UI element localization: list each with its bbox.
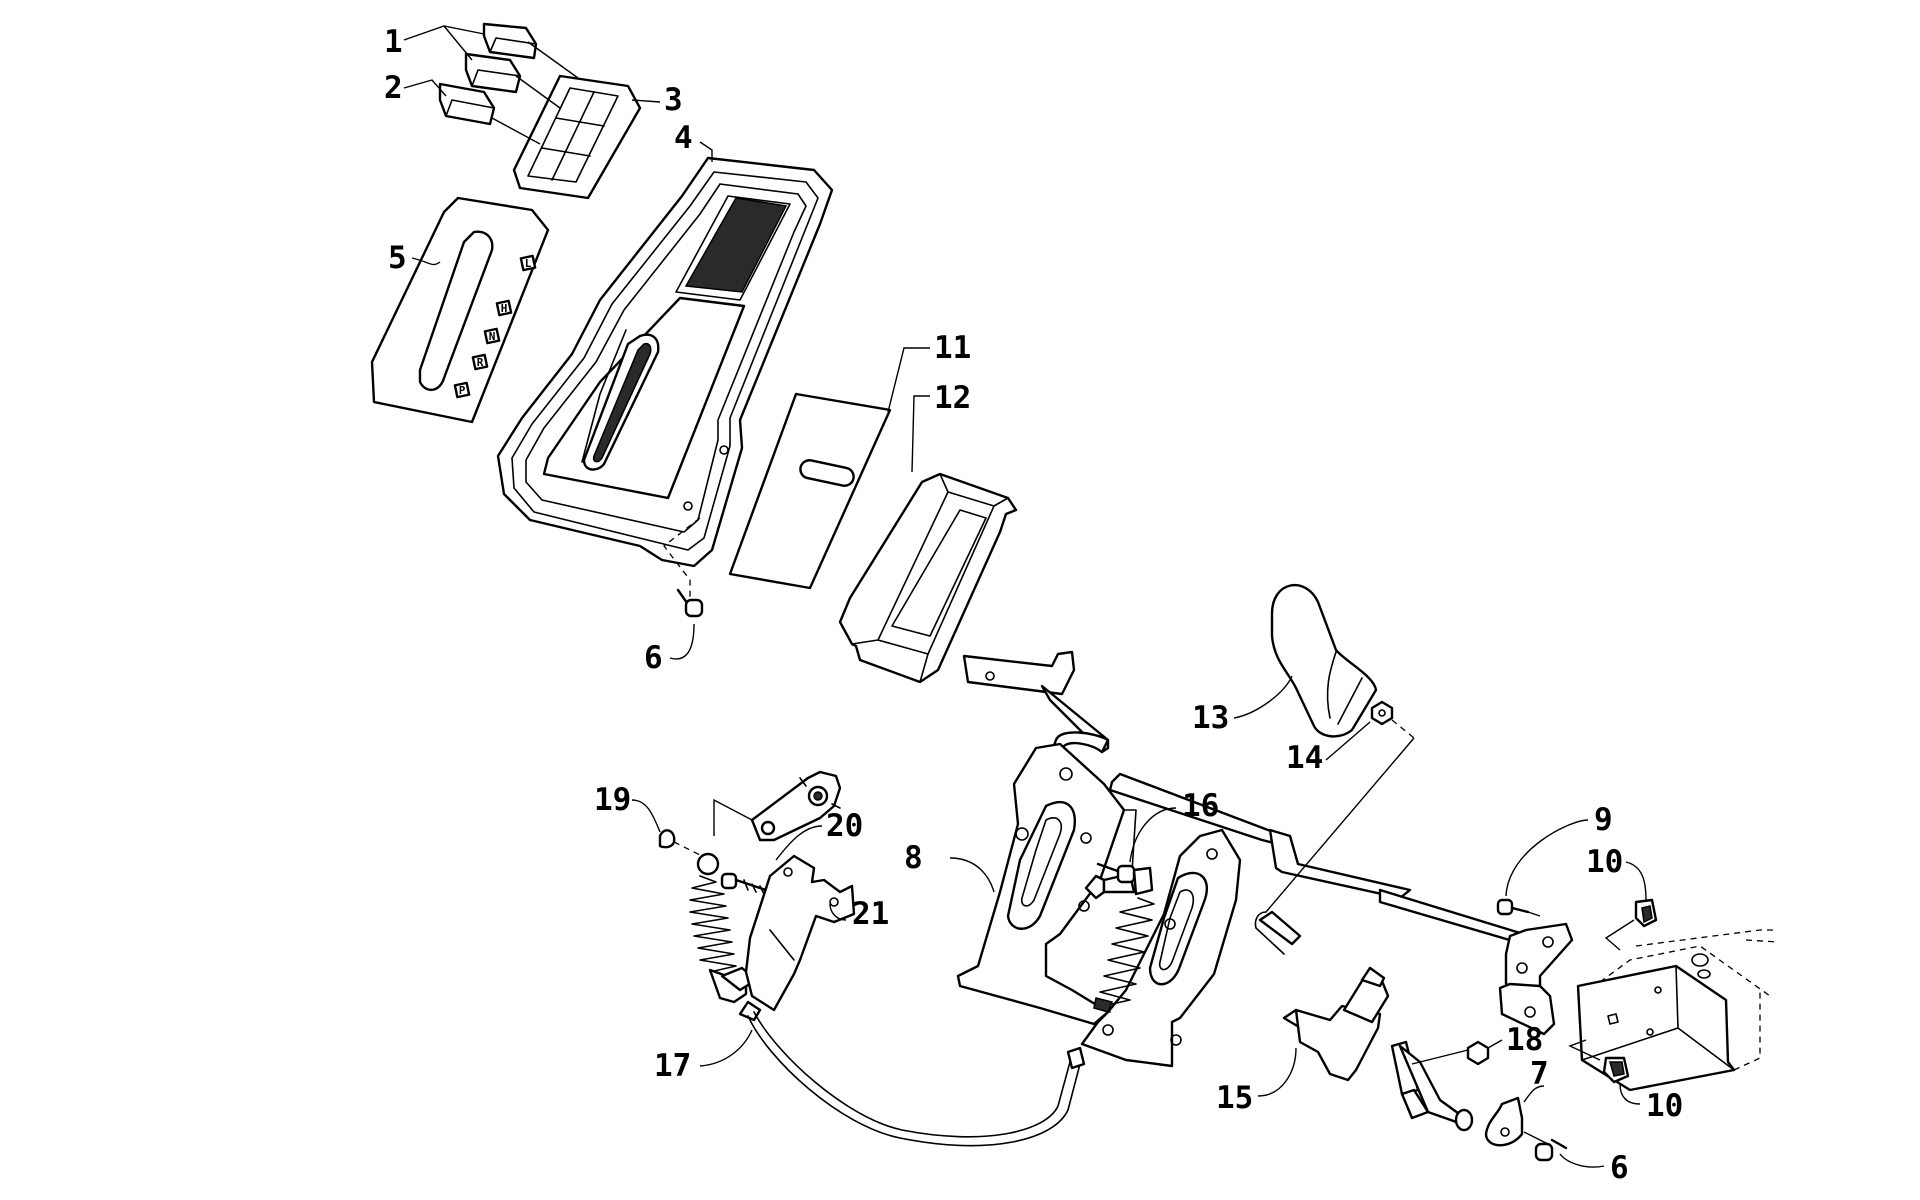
leader-9 — [1505, 819, 1589, 897]
bracket-21 — [744, 854, 856, 1012]
leader-16 — [1129, 807, 1177, 863]
washer-7 — [1484, 1096, 1524, 1147]
spring-inner — [1093, 897, 1155, 1013]
shift-knob-13 — [1270, 584, 1378, 738]
leader-10a — [1625, 861, 1647, 901]
callout-10-lower: 10 — [1646, 1088, 1683, 1124]
leader-7-axis — [1523, 1131, 1549, 1145]
boot-frame-12 — [838, 472, 1018, 684]
callout-9: 9 — [1594, 802, 1613, 838]
leader-11 — [887, 347, 930, 413]
decal-pos-r: R — [477, 356, 484, 369]
callout-8: 8 — [904, 840, 923, 876]
callout-1: 1 — [384, 24, 403, 60]
leader-14 — [1325, 721, 1371, 761]
shift-rod-assembly — [962, 650, 1574, 1036]
mount-bracket-8 — [956, 742, 1242, 1068]
switch-cap-1b — [464, 52, 522, 94]
leader-10b — [1619, 1083, 1641, 1105]
callout-17: 17 — [654, 1048, 691, 1084]
callout-3: 3 — [664, 82, 683, 118]
bolt-16 — [1096, 862, 1136, 884]
shift-console-4 — [496, 156, 834, 568]
callout-2: 2 — [384, 70, 403, 106]
callout-16: 16 — [1182, 788, 1219, 824]
callout-14: 14 — [1286, 740, 1323, 776]
leader-7 — [1523, 1085, 1545, 1103]
leader-12 — [911, 395, 930, 473]
leader-13 — [1233, 675, 1293, 719]
leader-19 — [631, 799, 661, 833]
switch-cap-2 — [438, 82, 496, 126]
leader-14-axis — [1265, 737, 1415, 913]
callout-7: 7 — [1530, 1056, 1549, 1092]
callout-15: 15 — [1216, 1080, 1253, 1116]
decal-pos-h: H — [501, 302, 508, 315]
leader-3 — [631, 99, 661, 103]
nut-18 — [1466, 1040, 1490, 1066]
leader-5 — [411, 257, 441, 266]
leader-6a-dash — [663, 517, 701, 602]
leader-20 — [775, 825, 823, 861]
leader-2 — [403, 79, 447, 97]
leader-17 — [699, 1029, 753, 1067]
leader-6b — [1559, 1153, 1605, 1168]
screw-6b — [1534, 1138, 1568, 1162]
switch-cap-1a — [482, 22, 538, 60]
callout-19: 19 — [594, 782, 631, 818]
leader-14-dash — [1391, 719, 1415, 739]
leader-18-axis — [1411, 1049, 1469, 1065]
decal-pos-l: L — [525, 257, 532, 270]
screw-9 — [1496, 898, 1530, 916]
clip-10b — [1602, 1056, 1630, 1084]
callout-13: 13 — [1192, 700, 1229, 736]
leader-18 — [1487, 1039, 1503, 1049]
leader-4 — [699, 141, 713, 162]
callout-5: 5 — [388, 240, 407, 276]
leader-9-axis — [1527, 911, 1541, 917]
shift-arm — [750, 770, 842, 842]
callout-4: 4 — [674, 120, 693, 156]
shift-lever-15 — [1254, 910, 1474, 1132]
decal-pos-p: P — [459, 384, 466, 397]
leader-10a-axis — [1604, 919, 1635, 951]
leader-15 — [1257, 1047, 1297, 1097]
leader-1-bezel — [527, 41, 579, 79]
callout-21: 21 — [852, 896, 889, 932]
decal-pos-n: N — [489, 330, 496, 343]
leader-1-upper — [403, 25, 485, 41]
leader-2-bezel — [491, 117, 541, 145]
screw-20 — [720, 872, 774, 895]
selector-decal-5: L H N R P — [370, 196, 550, 424]
shift-cable-17 — [738, 1000, 1086, 1147]
callout-18: 18 — [1506, 1022, 1543, 1058]
clip-19 — [658, 829, 676, 849]
switch-bezel-3 — [512, 74, 642, 200]
leader-8 — [949, 857, 995, 893]
callout-20: 20 — [826, 808, 863, 844]
leader-arm — [713, 798, 753, 836]
nut-14 — [1370, 700, 1394, 726]
leader-10b-axis — [1568, 1039, 1601, 1061]
callout-11: 11 — [934, 330, 971, 366]
leader-19-dash — [673, 841, 703, 857]
cover-plate-11 — [728, 392, 892, 590]
screw-6a — [676, 588, 704, 618]
callout-6-upper: 6 — [644, 640, 663, 676]
callout-6-lower: 6 — [1610, 1150, 1629, 1186]
clip-10a — [1634, 898, 1658, 928]
leader-1-lower — [443, 25, 473, 61]
callout-12: 12 — [934, 380, 971, 416]
leader-6a — [669, 623, 695, 660]
leader-1-bezel-b — [515, 75, 561, 109]
callout-10-upper: 10 — [1586, 844, 1623, 880]
leader-21 — [829, 903, 847, 921]
